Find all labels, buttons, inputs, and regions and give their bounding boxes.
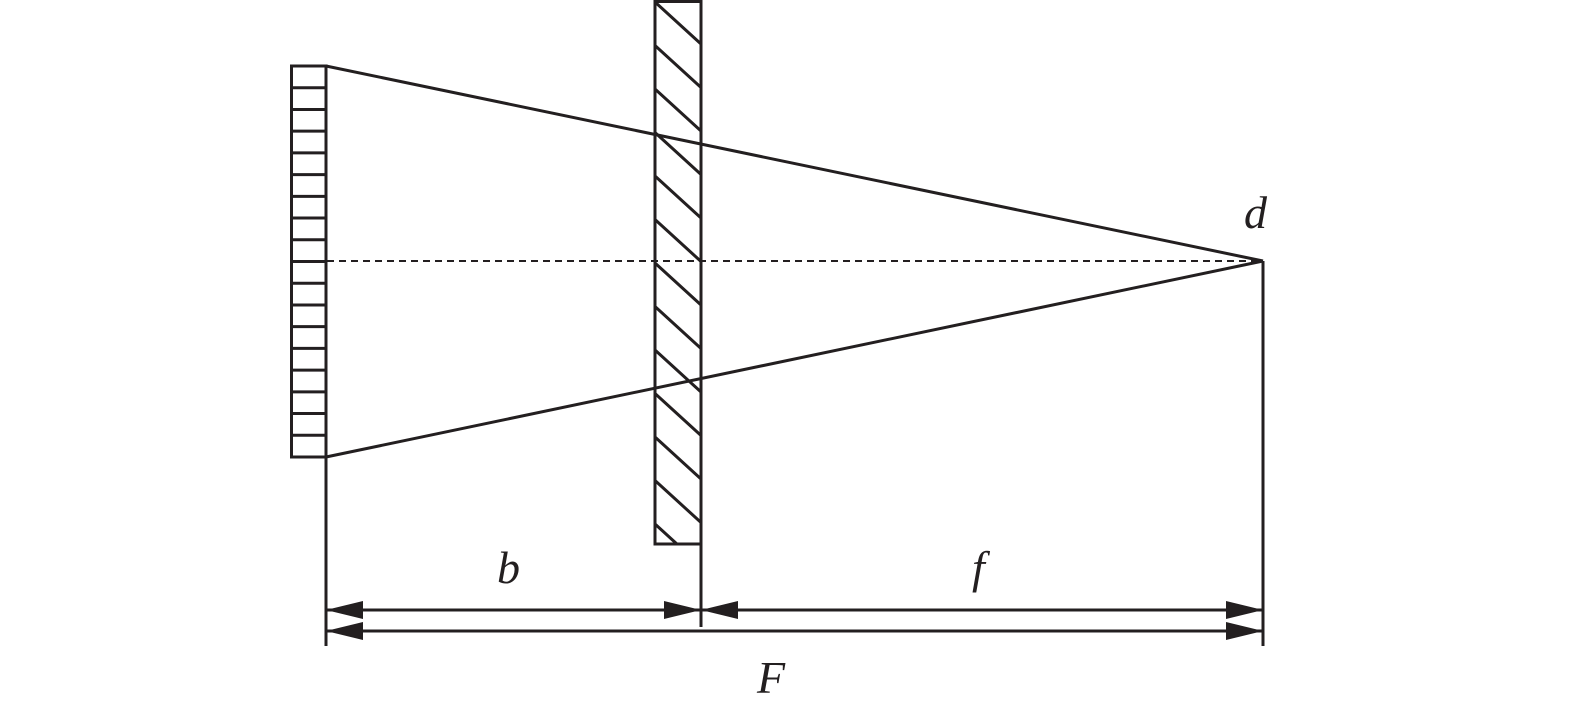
label-d: d [1244, 187, 1268, 238]
mask-hatch-line [653, 435, 703, 481]
upper-ray [325, 64, 1264, 263]
mask-hatch-line [653, 348, 703, 394]
dimension-b-arrowhead-left [326, 601, 363, 619]
mask-hatch-line [653, 392, 703, 437]
mask-hatch-line [653, 479, 703, 524]
dimension-F-arrowhead-left [326, 622, 363, 640]
label-f: f [972, 542, 991, 593]
dimension-F-arrowhead-right [1226, 622, 1263, 640]
label-b: b [497, 542, 520, 593]
coded-mask [653, 0, 703, 546]
mask-hatch-line [653, 261, 703, 307]
mask-hatch-line [653, 44, 703, 89]
mask-hatch-line [653, 218, 703, 263]
lower-ray [325, 259, 1264, 459]
mask-hatch-line [653, 305, 703, 350]
dimension-b-arrowhead-right [664, 601, 701, 619]
mask-frame [653, 0, 703, 546]
mask-hatch-line [653, 522, 678, 546]
mask-hatch-line [653, 174, 703, 220]
dimension-f-arrowhead-left [701, 601, 738, 619]
dimension-arrows [326, 601, 1263, 640]
mask-hatch-line [653, 0, 703, 46]
mask-hatch-line [653, 131, 703, 176]
mask-hatch-line [653, 87, 703, 133]
label-F: F [756, 652, 786, 703]
dimension-f-arrowhead-right [1226, 601, 1263, 619]
